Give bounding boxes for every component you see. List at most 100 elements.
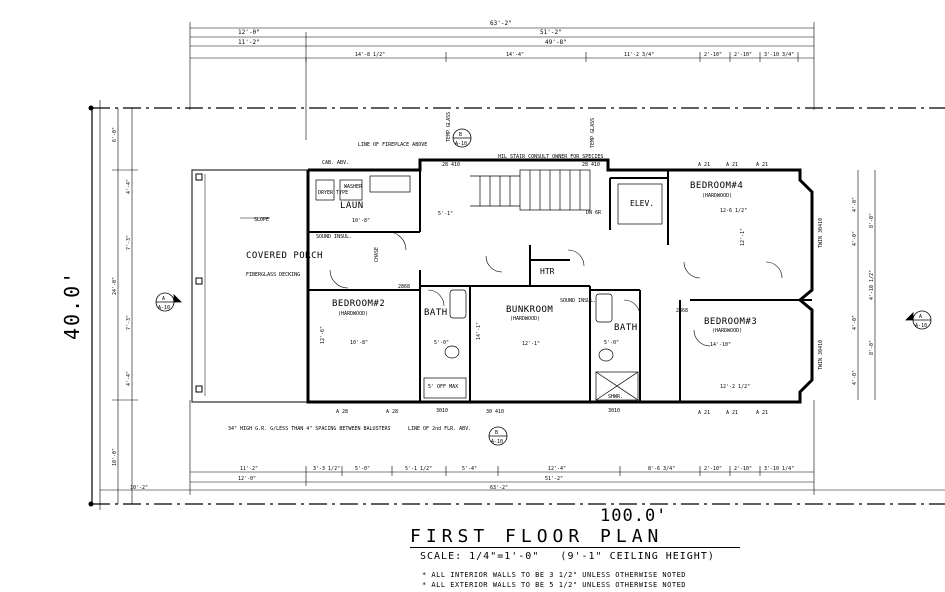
laun-dim: 10'-8" (352, 218, 370, 224)
bed3-floor: (HARDWOOD) (712, 328, 742, 334)
section-a-right: A (919, 314, 922, 320)
dim-right-7: 4'-0" (852, 370, 858, 385)
dim-bot-row2b: 51'-2" (545, 476, 563, 482)
washer-label: WASHER (344, 184, 363, 190)
dim-left-5: 7'-3" (126, 315, 132, 330)
twin-window-2: TWIN 30410 (818, 340, 824, 370)
window-tag-3: A 21 (756, 162, 768, 168)
bath1-dim: 5'-0" (434, 340, 449, 346)
dim-left-4: 24'-0" (112, 277, 118, 295)
twin-window-1: TWIN 30410 (818, 218, 824, 248)
shwr-label: SHWR. (608, 394, 623, 400)
section-a-left: A (162, 296, 165, 302)
lot-width-label: 100.0' (600, 506, 668, 526)
dim-bot-row3: 63'-2" (490, 485, 508, 491)
dim-overall-top: 63'-2" (490, 20, 512, 27)
bed4-height: 12'-1" (740, 228, 746, 246)
section-b-bot-sheet: A-10 (491, 439, 503, 445)
porch-label: COVERED PORCH (246, 251, 323, 261)
bath2-label: BATH (614, 323, 638, 333)
tub-note: 5' OFF MAX (428, 384, 458, 390)
door-tag-4: 3010 (436, 408, 448, 414)
section-a-right-sheet: A-10 (915, 323, 927, 329)
slope-label: SLOPE (254, 217, 269, 223)
laun-label: LAUN (340, 201, 364, 211)
door-tag-7: 2868 (676, 308, 688, 314)
dim-left-3: 7'-3" (126, 235, 132, 250)
dim-top-6: 3'-10 3/4" (764, 52, 794, 58)
window-tag-5: A 21 (726, 410, 738, 416)
left-dimensions (112, 108, 138, 504)
fixtures (315, 175, 663, 401)
stair (470, 169, 591, 211)
bed4-label: BEDROOM#4 (690, 181, 743, 191)
section-b-bot: B (495, 430, 498, 436)
bath1-label: BATH (424, 308, 448, 318)
cab-note: CAB. ABV. (322, 160, 349, 166)
lot-depth-label: 40.0' (60, 269, 84, 340)
bed4-floor: (HARDWOOD) (702, 193, 732, 199)
dim-right-5: 4'-0" (852, 315, 858, 330)
dim-top-3: 11'-2 3/4" (624, 52, 654, 58)
dim-bot-4: 5'-1 1/2" (405, 466, 432, 472)
window-tag-8: A 28 (386, 409, 398, 415)
dim-top-2: 14'-4" (506, 52, 524, 58)
covered-porch (191, 169, 309, 403)
bed2-floor: (HARDWOOD) (338, 311, 368, 317)
door-tag-3: 30 410 (486, 409, 504, 415)
dn-label: DN 6R (586, 210, 602, 216)
dim-left-2: 4'-4" (126, 179, 132, 194)
dim-second-top: 51'-2" (540, 29, 562, 36)
bunk-height: 14'-1" (476, 322, 482, 340)
dim-bot-9: 2'-10" (734, 466, 752, 472)
note-interior: * ALL INTERIOR WALLS TO BE 3 1/2" UNLESS… (422, 571, 687, 579)
htr-label: HTR (540, 267, 555, 276)
door-tag-5: 3010 (608, 408, 620, 414)
dim-bot-2: 3'-3 1/2" (313, 466, 340, 472)
flr-note: LINE OF 2nd FLR. ABV. (408, 426, 471, 432)
dim-bot-7: 8'-6 3/4" (648, 466, 675, 472)
section-b-top-sheet: A-10 (455, 141, 467, 147)
dim-right-4: 4'-10 1/2" (869, 270, 875, 300)
bed4-width: 12-6 1/2" (720, 208, 747, 214)
window-tag-7: A 28 (336, 409, 348, 415)
stair-note: HIL STAIR CONSULT OWNER FOR SPECIES (498, 154, 603, 160)
chase-label: CHASE (374, 247, 380, 262)
door-tag-2: 28 410 (582, 162, 600, 168)
bunk-label: BUNKROOM (506, 305, 553, 315)
sound-insul-1: SOUND INSUL. (316, 234, 352, 240)
bunk-floor: (HARDWOOD) (510, 316, 540, 322)
dim-mid: 49'-8" (545, 39, 567, 46)
bed2-width: 10'-8" (350, 340, 368, 346)
dim-bot-3: 5'-0" (355, 466, 370, 472)
window-tag-4: A 21 (698, 410, 710, 416)
window-tag-2: A 21 (726, 162, 738, 168)
dim-bot-10: 3'-10 1/4" (764, 466, 794, 472)
dim-top-5: 2'-10" (734, 52, 752, 58)
elev-label: ELEV. (630, 199, 654, 208)
section-a-left-sheet: A-10 (158, 305, 170, 311)
dim-left-b: 11'-2" (238, 39, 260, 46)
porch-note: FIBERGLASS DECKING (246, 272, 300, 278)
dim-right-3: 4'-0" (852, 231, 858, 246)
interior-walls (308, 170, 812, 402)
top-dimensions (189, 22, 815, 140)
plan-title: FIRST FLOOR PLAN (410, 526, 664, 547)
bed3-width: 14'-10" (710, 342, 731, 348)
dim-bot-left: 10'-2" (130, 485, 148, 491)
hall-dim: 5'-1" (438, 211, 453, 217)
dim-left-a: 12'-0" (238, 29, 260, 36)
door-tag-1: 28 410 (442, 162, 460, 168)
dim-bot-1: 11'-2" (240, 466, 258, 472)
dim-right-6: 8'-0" (869, 340, 875, 355)
temp-glass-2: TEMP GLASS (590, 118, 596, 148)
bed3-label: BEDROOM#3 (704, 317, 757, 327)
scale-text: SCALE: 1/4"=1'-0" (420, 551, 540, 562)
dim-bot-8: 2'-10" (704, 466, 722, 472)
dim-left-1: 6'-0" (112, 127, 118, 142)
dim-left-7: 10'-0" (112, 448, 118, 466)
dim-left-6: 4'-4" (126, 371, 132, 386)
section-b-top: B (459, 132, 462, 138)
exterior-walls (306, 158, 814, 404)
